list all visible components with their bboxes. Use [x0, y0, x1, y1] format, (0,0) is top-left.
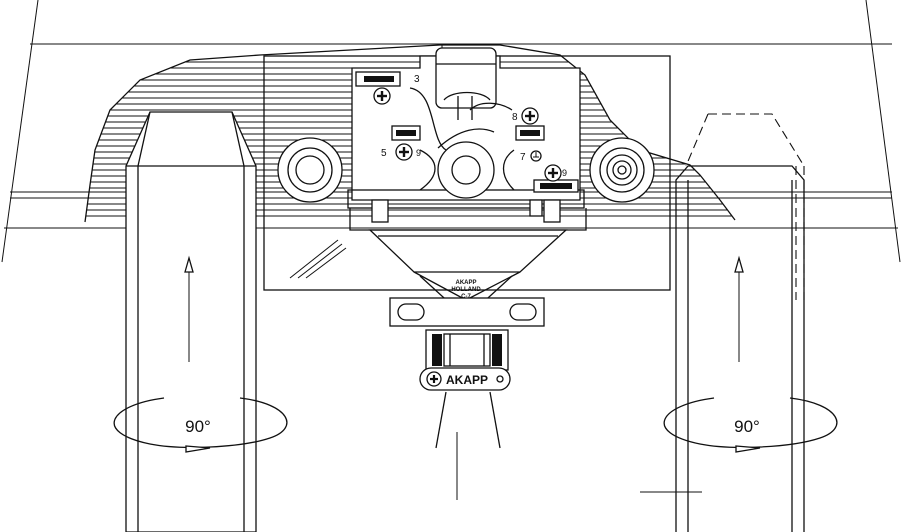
phillips-screw-icon: [373, 87, 391, 105]
lower-mount-bar: [389, 297, 545, 327]
body-label-line2: HOLLAND: [451, 287, 481, 293]
right-roller: [589, 137, 655, 203]
rotation-arrow-icon: [663, 397, 838, 453]
terminal-number-3: 3: [414, 74, 420, 85]
body-label: AKAPP HOLLAND C-7: [451, 280, 481, 300]
right-mounting-post: [675, 113, 805, 532]
terminal-numbers: 3 5 7 8 9 9: [381, 74, 567, 178]
terminal-number-9a: 9: [416, 148, 421, 158]
brand-logo-text: AKAPP: [446, 373, 488, 387]
left-mounting-post: [125, 111, 257, 532]
right-rotation-label: 90°: [734, 417, 760, 436]
ground-symbol-icon: [530, 150, 542, 162]
rotation-arrow-icon: [113, 397, 288, 453]
terminal-number-8: 8: [512, 112, 518, 123]
body-label-line3: C-7: [461, 294, 471, 300]
body-label-line1: AKAPP: [455, 280, 476, 286]
terminal-number-5: 5: [381, 148, 387, 159]
up-arrow-icon: [184, 255, 194, 362]
left-rotation-label: 90°: [185, 417, 211, 436]
terminal-number-9b: 9: [562, 168, 567, 178]
phillips-screw-icon: [544, 164, 562, 182]
socket-housing: [347, 47, 587, 319]
brand-band: AKAPP: [419, 367, 511, 391]
phillips-screw-icon: [395, 143, 413, 161]
cable: [435, 391, 501, 500]
terminal-number-7: 7: [520, 152, 526, 163]
cable-gland: [425, 329, 509, 371]
left-roller: [277, 137, 343, 203]
phillips-screw-icon: [521, 107, 539, 125]
up-arrow-icon: [734, 255, 744, 362]
glare-marks: [289, 239, 347, 279]
